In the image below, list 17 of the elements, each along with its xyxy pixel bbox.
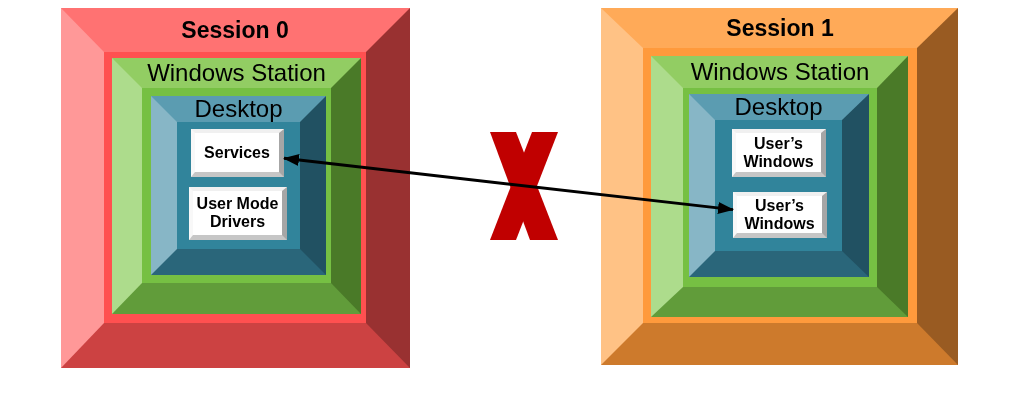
desktop-title: Desktop xyxy=(734,93,823,121)
station-title: Windows Station xyxy=(147,59,326,87)
window-box: User’s Windows xyxy=(733,192,827,238)
session-title: Session 1 xyxy=(726,14,834,42)
window-station-panel xyxy=(112,58,361,314)
station-title: Windows Station xyxy=(690,58,870,86)
session-title: Session 0 xyxy=(181,16,289,44)
window-box: User’s Windows xyxy=(732,129,826,177)
desktop-title: Desktop xyxy=(194,95,283,123)
desktop-panel xyxy=(689,94,869,277)
process-box: Services xyxy=(191,129,284,177)
desktop-panel xyxy=(151,96,326,275)
session-panel xyxy=(61,8,410,368)
process-box: User Mode Drivers xyxy=(189,187,287,240)
session-panel xyxy=(601,8,958,365)
window-station-panel xyxy=(651,56,908,317)
double-arrow xyxy=(283,154,734,214)
